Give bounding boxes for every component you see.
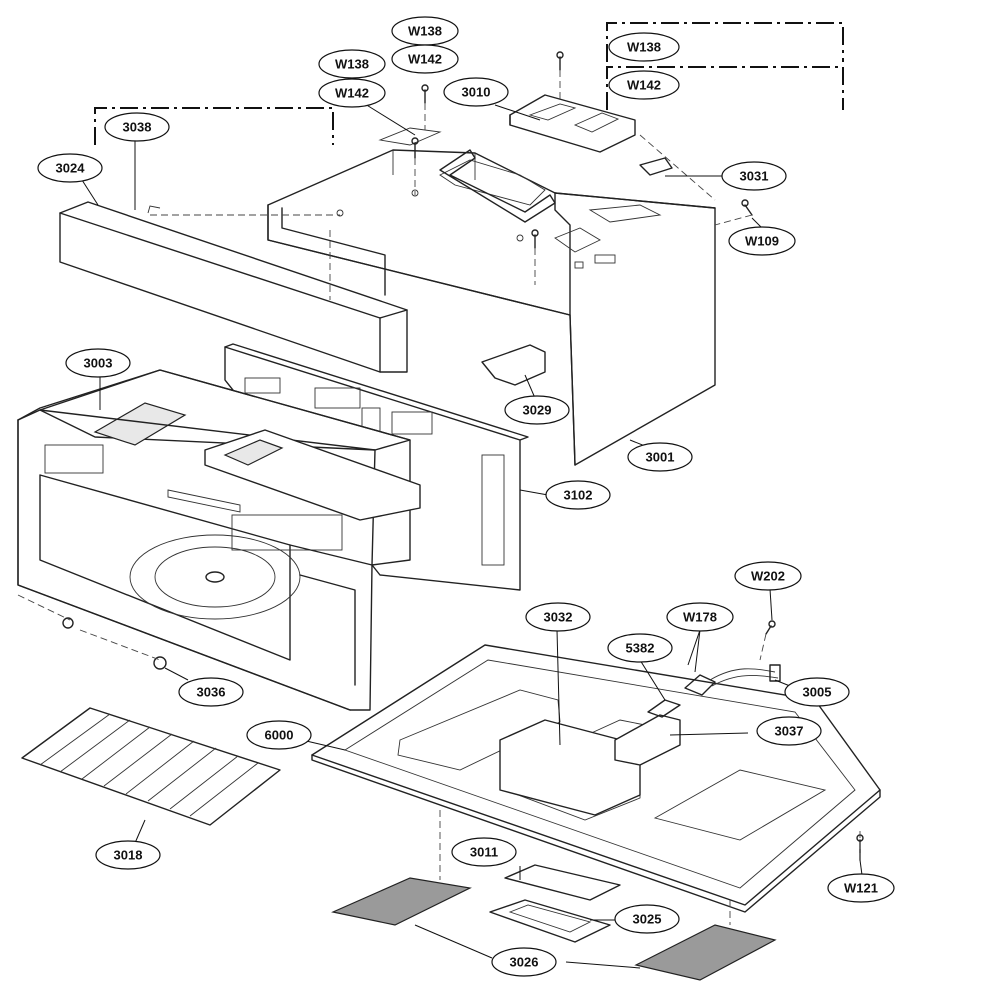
callout-w138-mid: W138 [318, 49, 386, 79]
callout-5382: 5382 [607, 633, 673, 663]
front-trim-bar [59, 201, 408, 373]
bracket-3031 [639, 157, 673, 176]
callout-w178-label: W178 [683, 610, 717, 625]
top-bracket [509, 94, 636, 153]
callout-3010-label: 3010 [462, 85, 491, 100]
callout-3032-label: 3032 [544, 610, 573, 625]
callout-3011-label: 3011 [470, 845, 498, 860]
callout-3005-label: 3005 [803, 685, 832, 700]
vent-cover-3011 [504, 864, 621, 901]
callout-w202-label: W202 [751, 569, 785, 584]
callout-3037: 3037 [756, 716, 822, 746]
callout-w142-box-label: W142 [627, 78, 661, 93]
callout-6000: 6000 [246, 720, 312, 750]
grease-filter-right [634, 924, 777, 981]
callout-w138-box-label: W138 [627, 40, 661, 55]
callout-6000-label: 6000 [265, 728, 294, 743]
cavity-chassis [17, 369, 421, 711]
callout-3025-label: 3025 [633, 912, 662, 927]
grease-filter-left [331, 877, 472, 926]
callout-3026-label: 3026 [510, 955, 539, 970]
callout-w138-mid-label: W138 [335, 57, 369, 72]
group-box-3038 [94, 107, 334, 145]
callout-5382-label: 5382 [626, 641, 655, 656]
callout-w142-top: W142 [391, 44, 459, 74]
callout-3018-label: 3018 [114, 848, 143, 863]
group-box-w142 [606, 66, 844, 110]
callout-3029-label: 3029 [523, 403, 552, 418]
callout-w142-mid: W142 [318, 78, 386, 108]
top-channel [439, 149, 556, 223]
callout-3031-label: 3031 [740, 169, 769, 184]
leader-lines [81, 103, 863, 969]
callout-3024-label: 3024 [56, 161, 86, 176]
oven-rack [21, 707, 281, 826]
callout-3102-label: 3102 [564, 488, 593, 503]
callout-3029: 3029 [504, 395, 570, 425]
callout-w142-mid-label: W142 [335, 86, 369, 101]
bracket-3029 [481, 344, 546, 386]
callout-3018: 3018 [95, 840, 161, 870]
callout-3036: 3036 [178, 677, 244, 707]
callout-3032: 3032 [525, 602, 591, 632]
callout-w121: W121 [827, 873, 895, 903]
callout-w109-label: W109 [745, 234, 779, 249]
callout-w109: W109 [728, 226, 796, 256]
callout-3024: 3024 [37, 153, 103, 183]
screws [62, 51, 864, 861]
callout-3037-label: 3037 [775, 724, 804, 739]
plate-bracket [499, 719, 641, 816]
callout-3010: 3010 [443, 77, 509, 107]
callout-3038: 3038 [104, 112, 170, 142]
callout-w178: W178 [666, 602, 734, 632]
cover-3037 [614, 714, 681, 766]
callout-w142-box: W142 [608, 70, 680, 100]
callout-3031: 3031 [721, 161, 787, 191]
callout-w121-label: W121 [844, 881, 878, 896]
callout-3026: 3026 [491, 947, 557, 977]
callout-w138-top-label: W138 [408, 24, 442, 39]
callout-3025: 3025 [614, 904, 680, 934]
callout-3001: 3001 [627, 442, 693, 472]
thermal-part [647, 699, 681, 718]
callout-3102: 3102 [545, 480, 611, 510]
callout-3038-label: 3038 [123, 120, 152, 135]
callout-w202: W202 [734, 561, 802, 591]
outer-case [267, 127, 716, 466]
group-box-w138 [606, 22, 844, 62]
wire-harness [684, 664, 781, 696]
callout-3005: 3005 [784, 677, 850, 707]
callout-3036-label: 3036 [197, 685, 226, 700]
callout-w142-top-label: W142 [408, 52, 442, 67]
alignment-lines [17, 70, 861, 925]
vent-frame-3025 [489, 899, 611, 943]
callout-3003: 3003 [65, 348, 131, 378]
callout-w138-box: W138 [608, 32, 680, 62]
callout-3003-label: 3003 [84, 356, 113, 371]
callout-3001-label: 3001 [646, 450, 675, 465]
callout-3011: 3011 [451, 837, 517, 867]
callout-w138-top: W138 [391, 16, 459, 46]
